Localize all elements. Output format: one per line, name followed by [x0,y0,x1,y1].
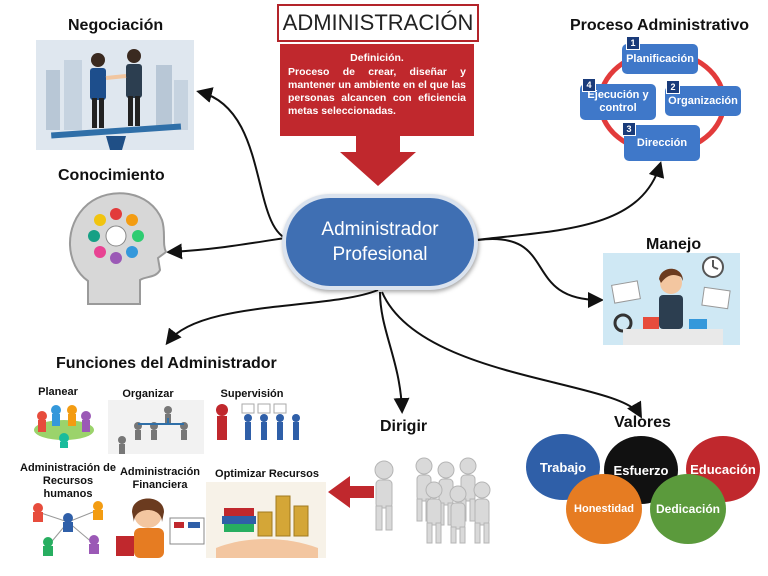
step-4-number: 4 [582,78,596,92]
arrow-to-conocimiento [166,237,286,260]
arrow-to-manejo [477,238,604,308]
step-1-number: 1 [626,36,640,50]
dirigir-image [328,457,491,544]
valor-educacion: Educación [686,436,760,502]
planear-image [34,405,94,448]
knowledge-head-image [69,192,168,305]
management-image [603,253,740,345]
label-admin-financiera-line2: Financiera [132,479,188,491]
financiera-image [116,498,205,558]
label-optimizar: Optimizar Recursos [215,468,319,480]
label-planear: Planear [38,386,78,398]
conocimiento-heading: Conocimiento [58,167,165,184]
step-direccion: Dirección [624,125,700,161]
label-admin-financiera-line1: Administración [119,466,201,478]
negociacion-heading: Negociación [68,17,164,34]
down-arrow-icon [340,134,416,186]
funciones-heading: Funciones del Administrador [56,355,277,372]
main-title: ADMINISTRACIÓN [277,4,479,42]
optimizar-image [206,482,326,558]
step-ejecucion: Ejecución y control [580,84,656,120]
center-line2: Profesional [332,244,428,265]
definition-box: Definición. Proceso de crear, diseñar y … [280,44,474,136]
organizar-image [108,400,204,454]
center-line1: Administrador [321,219,439,240]
valores-heading: Valores [614,414,671,431]
arrow-to-proceso [475,161,665,241]
label-admin-rrhh: Administración de Recursos humanos [18,462,118,501]
arrow-to-dirigir [379,291,410,414]
supervision-image [216,403,300,440]
label-admin-rrhh-line2: Recursos humanos [42,475,94,500]
step-2-number: 2 [666,80,680,94]
arrow-to-funciones [165,289,379,346]
proceso-heading: Proceso Administrativo [570,17,750,34]
rrhh-image [33,501,103,556]
manejo-heading: Manejo [646,236,702,253]
valor-dedicacion: Dedicación [650,474,726,544]
label-organizar: Organizar [122,388,174,400]
arrow-to-valores [381,291,642,419]
label-supervision: Supervisión [220,388,284,400]
label-admin-financiera: Administración Financiera [118,466,202,492]
dirigir-heading: Dirigir [380,418,428,435]
definition-title: Definición. [350,52,404,64]
label-admin-rrhh-line1: Administración de [20,462,116,474]
definition-text: Proceso de crear, diseñar y mantener un … [288,66,466,117]
arrow-to-negociacion [196,87,291,241]
step-planificacion: Planificación [622,44,698,74]
step-3-number: 3 [622,122,636,136]
negotiation-image [36,40,194,150]
center-node: Administrador Profesional [282,194,478,290]
valor-honestidad: Honestidad [566,474,642,544]
